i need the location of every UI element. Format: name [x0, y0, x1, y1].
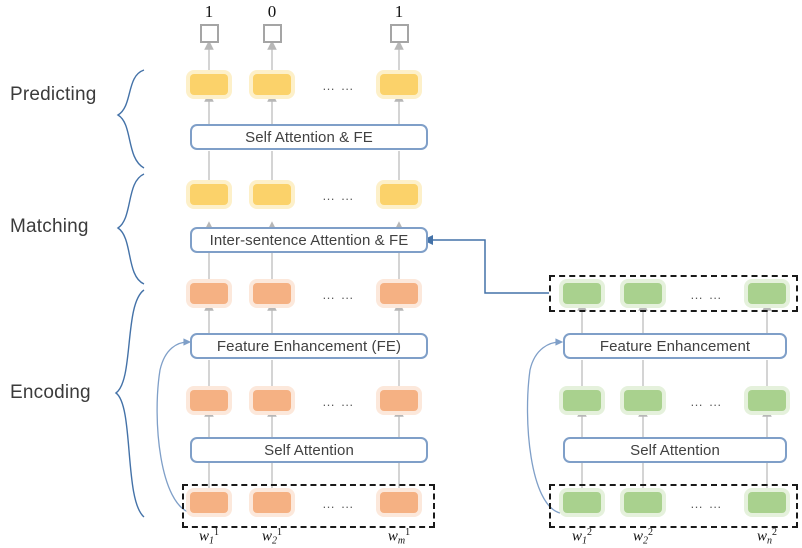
word-label-left-1: w11	[189, 527, 229, 546]
brace-predicting	[116, 69, 145, 169]
module-self-attention-fe[interactable]: Self Attention & FE	[190, 124, 428, 150]
brace-encoding	[114, 289, 145, 518]
brace-matching	[116, 173, 145, 285]
embedding-right-cell-1	[563, 492, 601, 513]
word-sup: 1	[277, 527, 282, 538]
word-base: w	[571, 528, 582, 545]
word-sub: 1	[209, 535, 214, 547]
word-sub: 2	[643, 535, 648, 547]
embedding-right-cell-2	[624, 492, 662, 513]
matching-cell-2	[253, 184, 291, 205]
encoding-left-enhanced-cell-1	[190, 283, 228, 304]
encoding-left-enhanced-cell-2	[253, 283, 291, 304]
module-left-self-attention-label: Self Attention	[264, 441, 354, 459]
embedding-left-cell-2	[253, 492, 291, 513]
module-right-feature-enhancement-label: Feature Enhancement	[599, 337, 751, 355]
predicting-cell-2	[253, 74, 291, 95]
stage-label-matching: Matching	[10, 216, 89, 237]
word-base: w	[261, 528, 272, 545]
embedding-right-ellipsis: … …	[690, 496, 723, 511]
embedding-right-cell-3	[748, 492, 786, 513]
word-base: w	[756, 528, 767, 545]
embedding-group-sentence-1	[182, 484, 435, 528]
encoding-right-attended-cell-2	[624, 390, 662, 411]
inter-sentence-input-connector	[422, 235, 549, 294]
output-value-2: 0	[267, 2, 277, 21]
stage-label-encoding: Encoding	[10, 382, 91, 403]
embedding-left-cell-1	[190, 492, 228, 513]
module-right-self-attention-label: Self Attention	[630, 441, 720, 459]
word-sup: 2	[772, 527, 777, 538]
matching-cell-1	[190, 184, 228, 205]
word-sup: 2	[587, 527, 592, 538]
output-square-2	[263, 24, 282, 43]
word-sup: 2	[648, 527, 653, 538]
module-inter-sentence-attention-fe[interactable]: Inter-sentence Attention & FE	[190, 227, 428, 253]
word-label-right-1: w12	[562, 527, 602, 546]
output-value-3: 1	[394, 2, 404, 21]
word-label-left-3: wm1	[379, 527, 419, 546]
output-square-3	[390, 24, 409, 43]
matching-row-ellipsis: … …	[322, 188, 355, 203]
word-sub: 1	[582, 535, 587, 547]
encoding-left-enhanced-cell-3	[380, 283, 418, 304]
encoding-right-enhanced-cell-1	[563, 283, 601, 304]
stage-braces	[114, 69, 145, 518]
predicting-row-ellipsis: … …	[322, 78, 355, 93]
word-label-left-2: w21	[252, 527, 292, 546]
encoding-right-attended-cell-1	[563, 390, 601, 411]
module-left-feature-enhancement[interactable]: Feature Enhancement (FE)	[190, 333, 428, 359]
word-base: w	[387, 528, 398, 545]
predicting-cell-3	[380, 74, 418, 95]
embedding-group-sentence-2	[549, 484, 798, 528]
encoding-left-attended-cell-2	[253, 390, 291, 411]
word-sup: 1	[405, 527, 411, 538]
encoding-left-enhanced-ellipsis: … …	[322, 287, 355, 302]
encoding-right-enhanced-cell-3	[748, 283, 786, 304]
embedding-left-ellipsis: … …	[322, 496, 355, 511]
module-self-attention-fe-label: Self Attention & FE	[245, 128, 373, 146]
encoding-left-attended-ellipsis: … …	[322, 394, 355, 409]
word-label-right-2: w22	[623, 527, 663, 546]
module-right-self-attention[interactable]: Self Attention	[563, 437, 787, 463]
encoding-right-attended-cell-3	[748, 390, 786, 411]
encoding-right-enhanced-group	[549, 275, 798, 312]
word-sub: n	[767, 535, 772, 547]
word-sub: m	[397, 535, 406, 547]
embedding-left-cell-3	[380, 492, 418, 513]
stage-label-predicting: Predicting	[10, 84, 97, 105]
predicting-cell-1	[190, 74, 228, 95]
word-label-right-3: wn2	[747, 527, 787, 546]
encoding-right-enhanced-cell-2	[624, 283, 662, 304]
module-inter-sentence-attention-fe-label: Inter-sentence Attention & FE	[209, 231, 409, 249]
module-left-feature-enhancement-label: Feature Enhancement (FE)	[216, 337, 402, 355]
matching-cell-3	[380, 184, 418, 205]
word-base: w	[632, 528, 643, 545]
output-square-1	[200, 24, 219, 43]
output-value-1: 1	[204, 2, 214, 21]
encoding-left-attended-cell-1	[190, 390, 228, 411]
vertical-flow-arrows-left	[204, 40, 404, 492]
module-left-self-attention[interactable]: Self Attention	[190, 437, 428, 463]
encoding-right-enhanced-ellipsis: … …	[690, 287, 723, 302]
encoding-left-attended-cell-3	[380, 390, 418, 411]
encoding-right-attended-ellipsis: … …	[690, 394, 723, 409]
module-right-feature-enhancement[interactable]: Feature Enhancement	[563, 333, 787, 359]
word-sub: 2	[272, 535, 277, 547]
word-sup: 1	[214, 527, 219, 538]
word-base: w	[198, 528, 209, 545]
